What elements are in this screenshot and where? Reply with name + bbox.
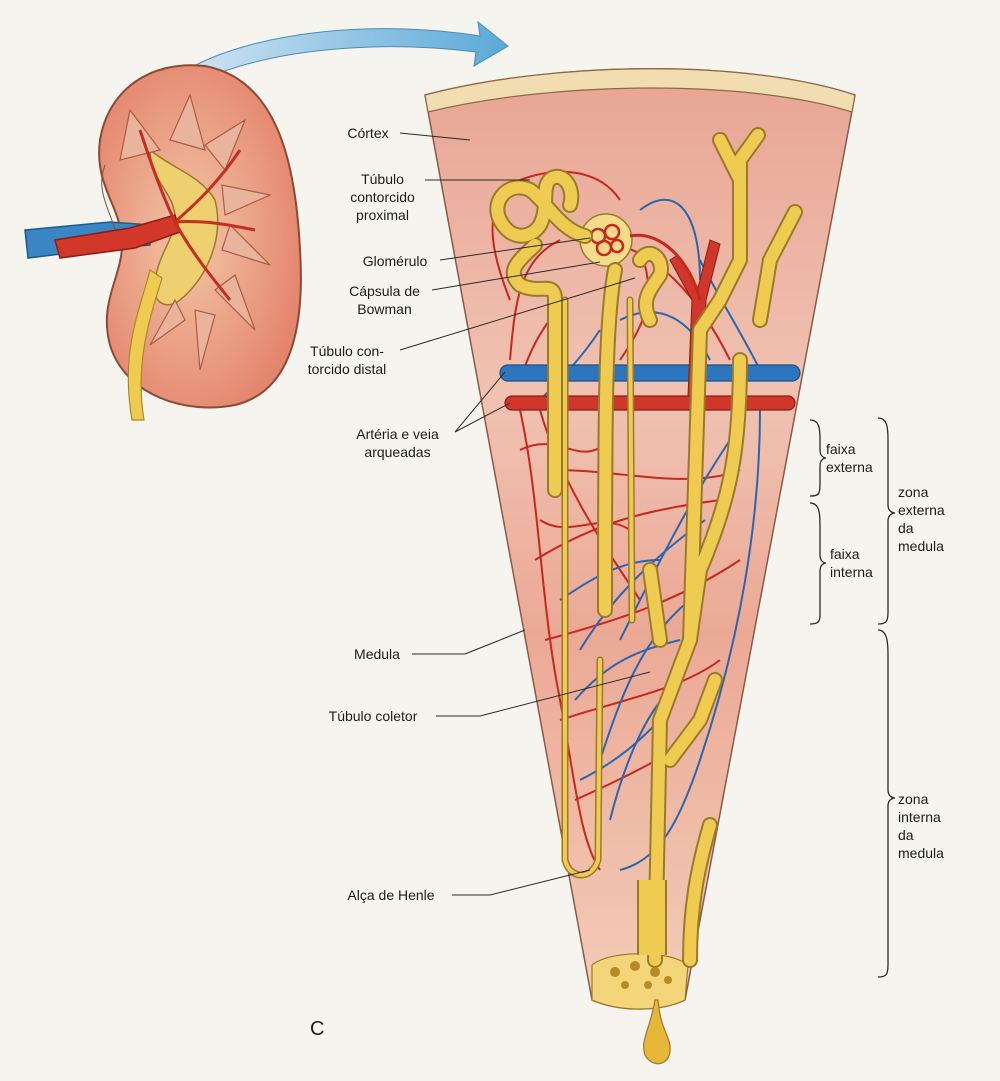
zone-brackets (809, 417, 896, 978)
cortex-capsule (424, 68, 856, 113)
label-zona-interna: zona interna da medula (898, 791, 944, 861)
label-zona-externa: zona externa da medula (898, 484, 945, 554)
nephron-tubules (489, 127, 803, 968)
label-faixa-interna: faixa interna (830, 546, 873, 580)
label-alca-henle: Alça de Henle (347, 887, 435, 903)
label-medula: Medula (354, 646, 400, 662)
leader-lines (399, 132, 651, 896)
papilla (591, 953, 689, 1010)
renal-pyramid (424, 68, 856, 1065)
label-capsula-bowman: Cápsula de Bowman (349, 283, 420, 317)
label-cortex: Córtex (347, 125, 389, 141)
glomerulus-capsule (579, 213, 702, 301)
arcuate-vein (499, 364, 801, 382)
label-tubulo-proximal: Túbulo contorcido proximal (350, 171, 415, 223)
label-glomerulo: Glomérulo (362, 253, 428, 269)
whole-kidney (24, 64, 302, 421)
arcuate-vessels (499, 239, 801, 411)
label-tubulo-distal: Túbulo con- torcido distal (307, 343, 387, 377)
panel-letter: C (310, 1018, 325, 1040)
label-arteria-veia: Artéria e veia arqueadas (356, 426, 439, 460)
label-faixa-externa: faixa externa (826, 441, 873, 475)
ureter (127, 269, 163, 421)
urine-drop (643, 999, 671, 1065)
label-tubulo-coletor: Túbulo coletor (328, 708, 418, 724)
transition-arrow (189, 20, 509, 83)
arcuate-artery (504, 395, 796, 411)
